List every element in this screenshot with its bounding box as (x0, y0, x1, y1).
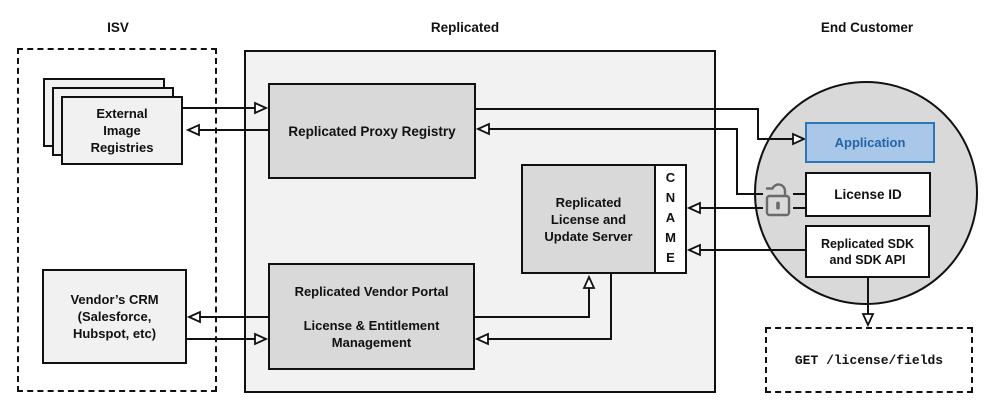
arrowhead-right-icon (792, 132, 807, 146)
arrowhead-left-icon (475, 122, 490, 136)
arrowhead-left-icon (686, 201, 701, 215)
arrowhead-left-icon (474, 332, 489, 346)
application-node: Application (805, 122, 935, 163)
replicated-section-title: Replicated (430, 20, 500, 35)
arrowhead-right-icon (254, 101, 269, 115)
get-license-fields-node: GET /license/fields (765, 327, 973, 393)
vendor-portal-node: Replicated Vendor Portal License & Entit… (268, 263, 475, 370)
cname-node: CNAME (654, 164, 687, 274)
license-id-node: License ID (805, 172, 931, 217)
arrowhead-up-icon (582, 274, 596, 289)
isv-section-title: ISV (107, 20, 129, 35)
vendor-crm-node: Vendor’s CRM (Salesforce, Hubspot, etc) (42, 269, 187, 364)
arrowhead-down-icon (861, 313, 875, 328)
end-customer-section-title: End Customer (820, 20, 914, 35)
edge-proxy-to-application (476, 108, 795, 140)
external-image-registries-node: External Image Registries (61, 96, 183, 165)
replicated-sdk-node: Replicated SDK and SDK API (805, 225, 930, 278)
license-update-server-node: Replicated License and Update Server (521, 164, 656, 274)
arrowhead-right-icon (254, 332, 269, 346)
arrowhead-left-icon (185, 123, 200, 137)
edge-server-to-portal (487, 274, 612, 340)
replicated-proxy-registry-node: Replicated Proxy Registry (268, 83, 476, 179)
unlocked-padlock-icon (763, 179, 793, 218)
isv-section-boundary (17, 48, 217, 392)
edge-portal-to-server (475, 286, 590, 318)
arrowhead-left-icon (186, 310, 201, 324)
arrowhead-left-icon (686, 243, 701, 257)
